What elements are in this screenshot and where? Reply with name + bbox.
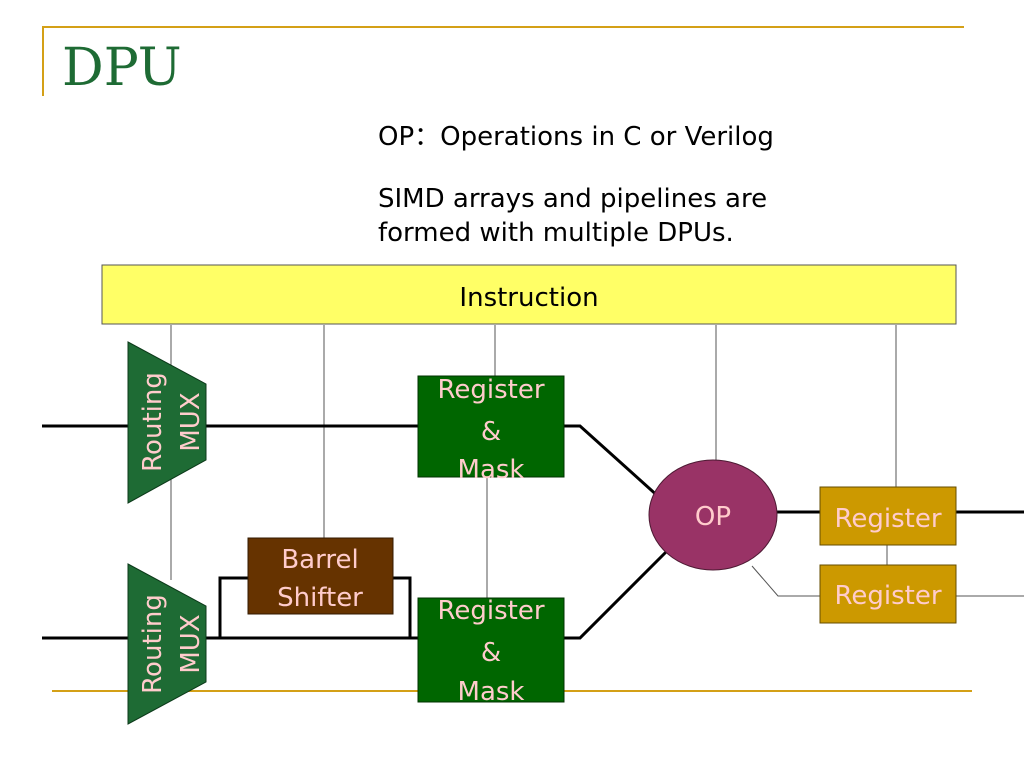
register-mask-top-label-line1: Register — [437, 375, 544, 405]
routing-mux-bottom-label-line1: Routing — [138, 594, 168, 694]
register-mask-bottom-label-line2: & — [481, 638, 501, 668]
barrel-shifter-label-line2: Shifter — [277, 583, 363, 613]
routing-mux-top — [127, 341, 207, 504]
instruction-label: Instruction — [459, 283, 598, 313]
op-to-register2-line — [751, 565, 820, 597]
barrel-shifter-label-line1: Barrel — [281, 545, 358, 575]
register-mask-bottom-label-line1: Register — [437, 596, 544, 626]
op-unit — [648, 459, 778, 571]
data-paths — [42, 424, 1024, 640]
simd-note: SIMD arrays and pipelines are formed wit… — [378, 184, 768, 248]
top-accent-line — [42, 26, 964, 28]
barrel-bypass-loop-right — [393, 576, 412, 638]
output-register-1-label: Register — [834, 504, 941, 534]
op-definition-note: OP：Operations in C or Verilog — [378, 122, 774, 152]
output-register-2-label: Register — [834, 581, 941, 611]
regmask-top-to-op-line — [564, 424, 662, 500]
register-mask-top — [417, 375, 565, 478]
routing-mux-top-label-line1: Routing — [138, 372, 168, 472]
routing-mux-top-label-line2: MUX — [176, 392, 206, 451]
register-mask-top-label-line2: & — [481, 417, 501, 447]
register-mask-bottom — [417, 597, 565, 703]
output-register-1 — [819, 486, 957, 546]
routing-mux-bottom-label-line2: MUX — [176, 614, 206, 673]
barrel-shifter — [247, 537, 394, 615]
op-label: OP — [695, 502, 731, 532]
routing-mux-bottom — [127, 563, 207, 725]
regmask-bottom-to-op-line — [564, 550, 668, 640]
instruction-bar — [101, 264, 957, 325]
left-accent-bar — [42, 26, 44, 96]
register-mask-bottom-label-line3: Mask — [458, 677, 525, 707]
slide-title: DPU — [62, 38, 182, 98]
register-mask-top-label-line3: Mask — [458, 455, 525, 485]
barrel-bypass-loop — [218, 576, 248, 638]
output-register-2 — [819, 564, 957, 624]
